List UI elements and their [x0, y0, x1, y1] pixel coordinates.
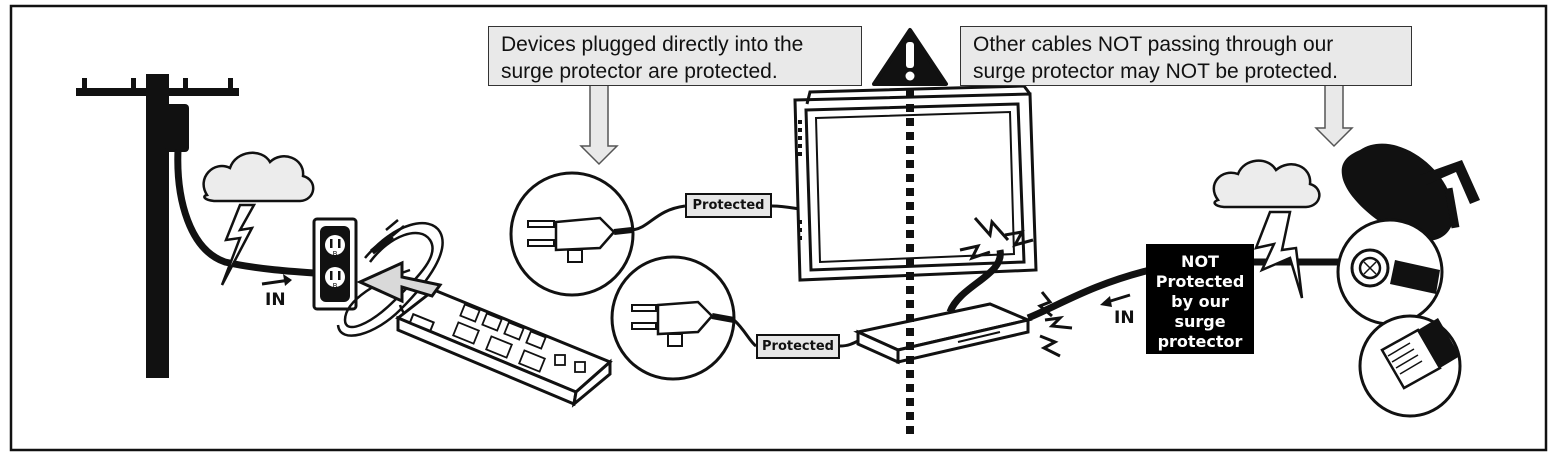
in-label-coax: IN [1114, 308, 1135, 328]
surge-protector-icon [395, 288, 613, 408]
surge-spark [973, 217, 1010, 241]
surge-spark [1004, 229, 1034, 248]
storm-cloud-icon [1212, 159, 1321, 209]
callout-line-1: Devices plugged directly into the [501, 33, 804, 56]
lightning-bolt-icon [220, 203, 257, 286]
protected-tag-box: Protected [756, 334, 840, 359]
tv-monitor-icon [793, 84, 1038, 282]
callout-protected-devices: Devices plugged directly into the surge … [488, 26, 862, 86]
satellite-dish-icon [1341, 143, 1480, 241]
not-protected-box: NOT Protected by our surge protector [1146, 244, 1254, 354]
not-protected-line: by our [1171, 292, 1229, 311]
set-top-box-icon [853, 302, 1033, 365]
callout-arrow-right [1314, 83, 1354, 148]
callout-line-2: surge protector are protected. [501, 60, 778, 83]
in-label-power: IN [265, 290, 286, 310]
ethernet-connector-icon [1358, 314, 1462, 418]
wall-outlet-icon [312, 217, 358, 311]
callout-arrow-left [579, 83, 619, 166]
surge-spark [1044, 315, 1073, 330]
not-protected-line: protector [1157, 332, 1243, 351]
plug-in-arrow [356, 260, 443, 304]
utility-pole-icon [76, 74, 239, 378]
not-protected-line: NOT [1181, 252, 1219, 271]
power-plug-icon [610, 255, 736, 381]
in-arrow-left [261, 274, 292, 286]
callout-unprotected-cables: Other cables NOT passing through our sur… [960, 26, 1412, 86]
not-protected-line: surge [1174, 312, 1226, 331]
callout-line-1: Other cables NOT passing through our [973, 33, 1334, 56]
coax-connector-icon [1336, 218, 1444, 326]
callout-line-2: surge protector may NOT be protected. [973, 60, 1338, 83]
surge-spark [959, 243, 991, 261]
outlet-mark-bottom: B [333, 282, 338, 290]
lightning-bolt-icon [1253, 210, 1304, 299]
power-plug-icon [509, 171, 635, 297]
hdmi-cable [946, 249, 1004, 314]
not-protected-line: Protected [1155, 272, 1245, 291]
surge-spark [1039, 334, 1061, 358]
incoming-power-line [174, 149, 331, 278]
in-arrow-right [1100, 293, 1131, 307]
storm-cloud-icon [202, 151, 315, 203]
warning-icon [872, 28, 948, 86]
protected-tag-tv: Protected [685, 193, 772, 218]
outlet-mark-top: B [333, 250, 338, 258]
